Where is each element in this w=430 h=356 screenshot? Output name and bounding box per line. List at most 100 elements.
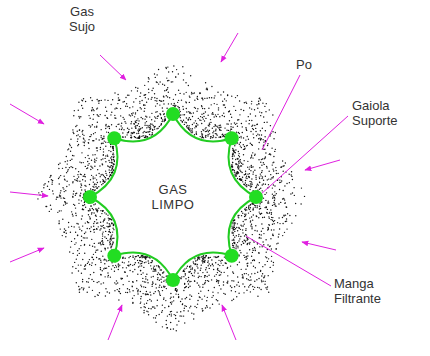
dust-dot bbox=[92, 154, 93, 155]
dust-dot bbox=[95, 184, 96, 185]
dust-dot bbox=[200, 290, 201, 291]
dust-dot bbox=[263, 116, 264, 117]
dust-dot bbox=[145, 116, 146, 117]
dust-dot bbox=[102, 211, 103, 212]
dust-dot bbox=[244, 235, 245, 236]
dust-dot bbox=[252, 250, 253, 251]
dust-dot bbox=[100, 260, 101, 261]
dust-dot bbox=[78, 286, 79, 287]
dust-dot bbox=[172, 71, 173, 72]
dust-dot bbox=[259, 234, 260, 235]
dust-dot bbox=[267, 244, 268, 245]
dust-dot bbox=[230, 285, 231, 286]
dust-dot bbox=[211, 297, 212, 298]
dust-dot bbox=[213, 116, 214, 117]
dust-dot bbox=[147, 300, 148, 301]
dust-dot bbox=[219, 285, 220, 286]
dust-dot bbox=[192, 124, 193, 125]
dust-dot bbox=[203, 255, 204, 256]
dust-dot bbox=[210, 122, 211, 123]
dust-dot bbox=[97, 211, 98, 212]
dust-dot bbox=[96, 282, 97, 283]
dust-dot bbox=[90, 205, 91, 206]
dust-dot bbox=[197, 282, 198, 283]
dust-dot bbox=[268, 275, 269, 276]
dust-dot bbox=[259, 182, 260, 183]
dust-dot bbox=[128, 261, 129, 262]
dust-dot bbox=[72, 132, 73, 133]
dust-dot bbox=[93, 272, 94, 273]
dust-dot bbox=[240, 159, 241, 160]
dust-dot bbox=[258, 278, 259, 279]
dust-dot bbox=[146, 291, 147, 292]
dust-dot bbox=[194, 272, 195, 273]
dust-dot bbox=[145, 137, 146, 138]
dust-dot bbox=[185, 92, 186, 93]
dust-dot bbox=[75, 126, 76, 127]
dust-dot bbox=[193, 318, 194, 319]
dust-dot bbox=[159, 104, 160, 105]
dust-dot bbox=[144, 122, 145, 123]
dust-dot bbox=[243, 160, 244, 161]
dust-dot bbox=[249, 166, 250, 167]
dust-dot bbox=[278, 233, 279, 234]
dust-dot bbox=[147, 136, 148, 137]
dust-dot bbox=[73, 176, 74, 177]
dust-dot bbox=[72, 197, 73, 198]
dust-dot bbox=[118, 269, 119, 270]
dust-dot bbox=[162, 83, 163, 84]
dust-dot bbox=[164, 113, 165, 114]
dust-dot bbox=[202, 258, 203, 259]
dust-dot bbox=[242, 126, 243, 127]
dust-dot bbox=[100, 267, 101, 268]
dust-dot bbox=[246, 176, 247, 177]
dust-dot bbox=[205, 280, 206, 281]
dust-dot bbox=[203, 257, 204, 258]
dust-dot bbox=[148, 98, 149, 99]
dust-dot bbox=[218, 280, 219, 281]
dust-dot bbox=[113, 156, 114, 157]
dust-dot bbox=[243, 137, 244, 138]
dust-dot bbox=[264, 148, 265, 149]
dust-dot bbox=[141, 265, 142, 266]
dust-dot bbox=[137, 90, 138, 91]
dust-dot bbox=[272, 196, 273, 197]
dust-dot bbox=[178, 294, 179, 295]
dust-dot bbox=[159, 291, 160, 292]
dust-dot bbox=[146, 102, 147, 103]
dust-dot bbox=[93, 209, 94, 210]
dust-dot bbox=[71, 211, 72, 212]
dust-dot bbox=[261, 213, 262, 214]
dust-dot bbox=[244, 174, 245, 175]
dust-dot bbox=[253, 259, 254, 260]
dust-dot bbox=[237, 173, 238, 174]
dust-dot bbox=[114, 117, 115, 118]
dust-dot bbox=[171, 313, 172, 314]
dust-dot bbox=[58, 178, 59, 179]
dust-dot bbox=[64, 179, 65, 180]
dust-dot bbox=[52, 180, 53, 181]
dust-dot bbox=[246, 273, 247, 274]
dust-dot bbox=[265, 175, 266, 176]
dust-dot bbox=[182, 66, 183, 67]
dust-dot bbox=[224, 127, 225, 128]
dust-dot bbox=[82, 108, 83, 109]
dust-dot bbox=[104, 181, 105, 182]
dust-dot bbox=[105, 248, 106, 249]
dust-dot bbox=[273, 262, 274, 263]
dust-dot bbox=[131, 137, 132, 138]
dust-dot bbox=[251, 167, 252, 168]
dust-dot bbox=[233, 151, 234, 152]
dust-dot bbox=[87, 228, 88, 229]
dust-dot bbox=[263, 164, 264, 165]
dust-dot bbox=[108, 178, 109, 179]
dust-dot bbox=[197, 257, 198, 258]
dust-dot bbox=[257, 230, 258, 231]
dust-dot bbox=[127, 128, 128, 129]
dust-dot bbox=[105, 125, 106, 126]
dust-dot bbox=[112, 146, 113, 147]
dust-dot bbox=[267, 179, 268, 180]
dust-dot bbox=[163, 297, 164, 298]
dust-dot bbox=[188, 119, 189, 120]
dust-dot bbox=[161, 312, 162, 313]
